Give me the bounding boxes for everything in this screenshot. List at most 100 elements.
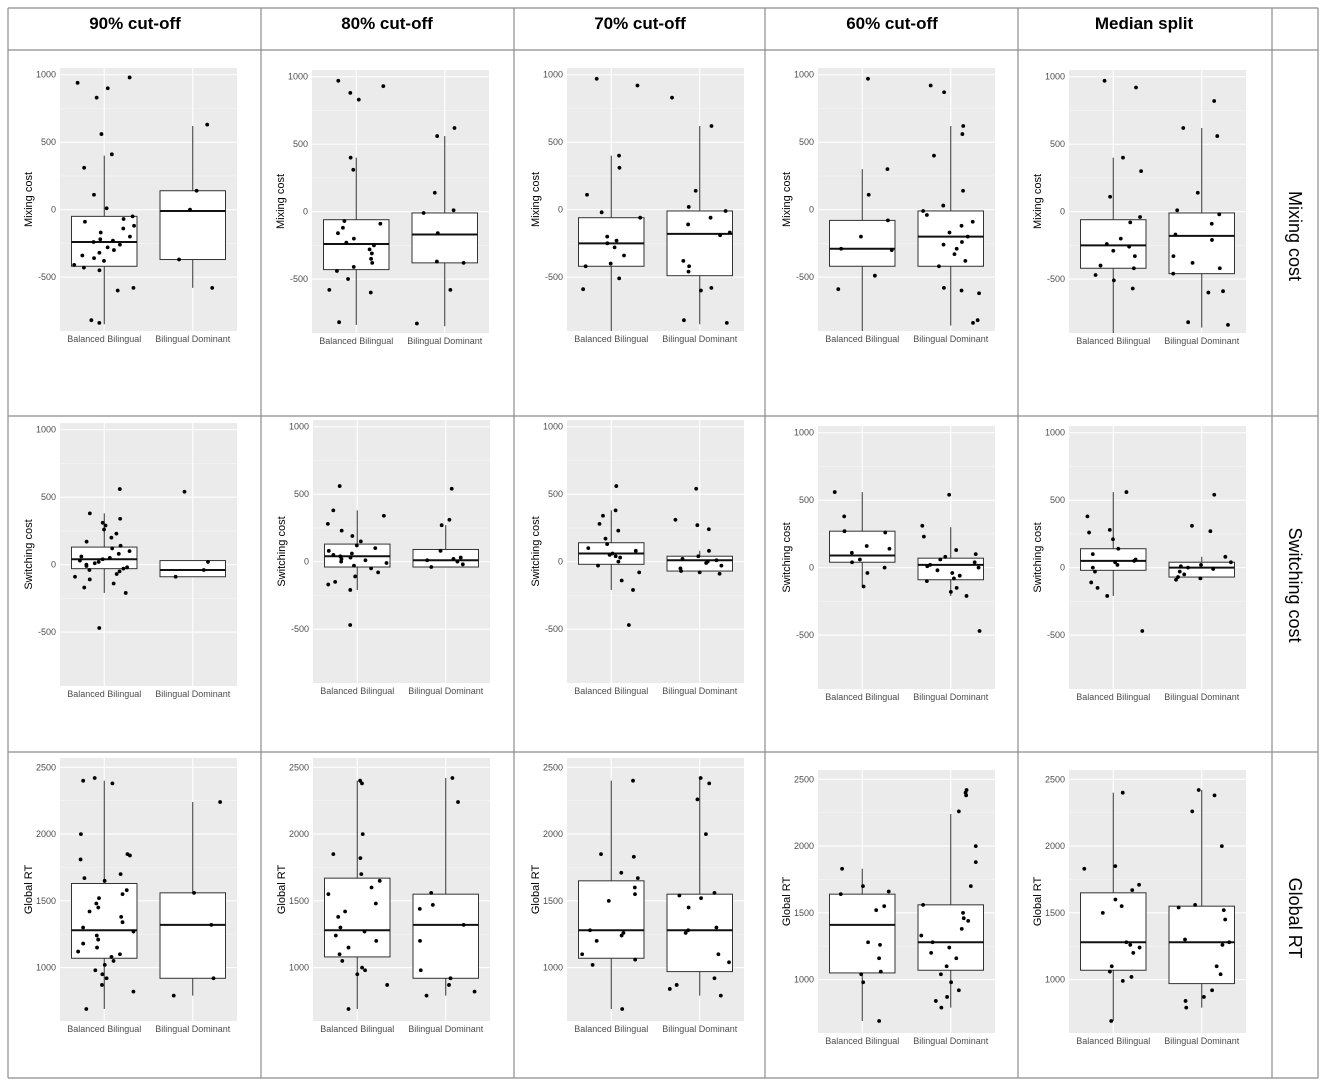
data-point bbox=[1223, 917, 1228, 922]
data-point bbox=[92, 192, 96, 197]
data-point bbox=[121, 217, 126, 221]
data-point bbox=[638, 215, 643, 220]
x-category-label: Balanced Bilingual bbox=[574, 686, 648, 696]
data-point bbox=[886, 889, 891, 894]
column-header-60: 60% cut-off bbox=[846, 14, 938, 33]
data-point bbox=[1208, 529, 1213, 534]
data-point bbox=[118, 242, 122, 247]
x-category-label: Balanced Bilingual bbox=[320, 1024, 394, 1034]
data-point bbox=[1206, 290, 1211, 295]
data-point bbox=[112, 248, 116, 252]
data-point bbox=[414, 321, 419, 326]
row-labels: Mixing cost Switching cost Global RT bbox=[1285, 191, 1305, 958]
data-point bbox=[1211, 567, 1216, 571]
data-point bbox=[948, 589, 953, 594]
data-point bbox=[98, 237, 103, 242]
row-label-switching-cost: Switching cost bbox=[1285, 527, 1305, 642]
x-category-label: Bilingual Dominant bbox=[662, 1024, 738, 1034]
data-point bbox=[608, 261, 613, 266]
data-point bbox=[597, 521, 602, 526]
y-axis-label: Mixing cost bbox=[530, 172, 542, 227]
data-point bbox=[961, 910, 965, 915]
data-point bbox=[102, 963, 107, 967]
data-point bbox=[105, 86, 110, 91]
data-point bbox=[107, 555, 112, 560]
y-axis-label: Switching cost bbox=[1032, 522, 1044, 592]
data-point bbox=[92, 776, 97, 780]
data-point bbox=[115, 288, 120, 293]
data-point bbox=[964, 594, 969, 598]
data-point bbox=[341, 225, 345, 230]
data-point bbox=[344, 240, 349, 245]
column-header-90: 90% cut-off bbox=[89, 14, 181, 33]
data-point bbox=[369, 566, 374, 571]
x-category-label: Bilingual Dominant bbox=[913, 1036, 989, 1046]
data-point bbox=[430, 902, 435, 907]
data-point bbox=[935, 568, 940, 573]
data-point bbox=[83, 219, 87, 224]
data-point bbox=[1190, 523, 1194, 528]
data-point bbox=[943, 554, 948, 559]
data-point bbox=[859, 234, 863, 239]
data-point bbox=[973, 552, 978, 557]
data-point bbox=[961, 916, 966, 921]
data-point bbox=[680, 557, 685, 561]
data-point bbox=[1178, 564, 1183, 569]
x-category-label: Bilingual Dominant bbox=[408, 686, 484, 696]
data-point bbox=[97, 321, 102, 325]
data-point bbox=[100, 972, 105, 977]
data-point bbox=[340, 959, 345, 963]
data-point bbox=[727, 960, 731, 965]
x-category-label: Balanced Bilingual bbox=[67, 334, 141, 344]
data-point bbox=[599, 210, 604, 215]
data-point bbox=[1132, 254, 1137, 259]
data-point bbox=[941, 242, 946, 247]
column-headers: 90% cut-off 80% cut-off 70% cut-off 60% … bbox=[89, 14, 1193, 33]
y-tick-label: 0 bbox=[1060, 207, 1065, 217]
data-point bbox=[325, 521, 330, 526]
column-header-median: Median split bbox=[1095, 14, 1194, 33]
data-point bbox=[1219, 844, 1224, 848]
data-point bbox=[1108, 194, 1113, 199]
data-point bbox=[100, 983, 104, 987]
data-point bbox=[76, 949, 81, 954]
data-point bbox=[1174, 577, 1178, 582]
data-point bbox=[335, 269, 339, 273]
data-point bbox=[373, 901, 378, 906]
y-tick-label: 2500 bbox=[543, 762, 563, 772]
data-point bbox=[693, 188, 698, 193]
data-point bbox=[861, 884, 865, 889]
y-tick-label: 0 bbox=[558, 557, 563, 567]
data-point bbox=[447, 983, 451, 987]
data-point bbox=[583, 264, 588, 269]
y-tick-label: 2500 bbox=[794, 774, 814, 784]
data-point bbox=[449, 486, 454, 491]
x-category-label: Bilingual Dominant bbox=[662, 334, 738, 344]
data-point bbox=[333, 579, 338, 584]
data-point bbox=[1102, 78, 1107, 83]
data-point bbox=[921, 534, 926, 539]
y-tick-label: 1000 bbox=[1045, 72, 1065, 82]
data-point bbox=[718, 993, 723, 998]
data-point bbox=[877, 956, 881, 961]
data-point bbox=[952, 576, 956, 581]
y-tick-label: 0 bbox=[304, 557, 309, 567]
data-point bbox=[417, 906, 422, 911]
box-iqr bbox=[71, 546, 138, 570]
data-point bbox=[698, 776, 703, 780]
x-category-label: Balanced Bilingual bbox=[825, 334, 899, 344]
data-point bbox=[1186, 565, 1190, 570]
data-point bbox=[707, 548, 711, 553]
data-point bbox=[617, 165, 622, 170]
data-point bbox=[339, 559, 344, 564]
data-point bbox=[682, 318, 686, 323]
data-point bbox=[716, 952, 721, 957]
y-axis-label: Global RT bbox=[23, 865, 35, 915]
data-point bbox=[1090, 565, 1095, 570]
